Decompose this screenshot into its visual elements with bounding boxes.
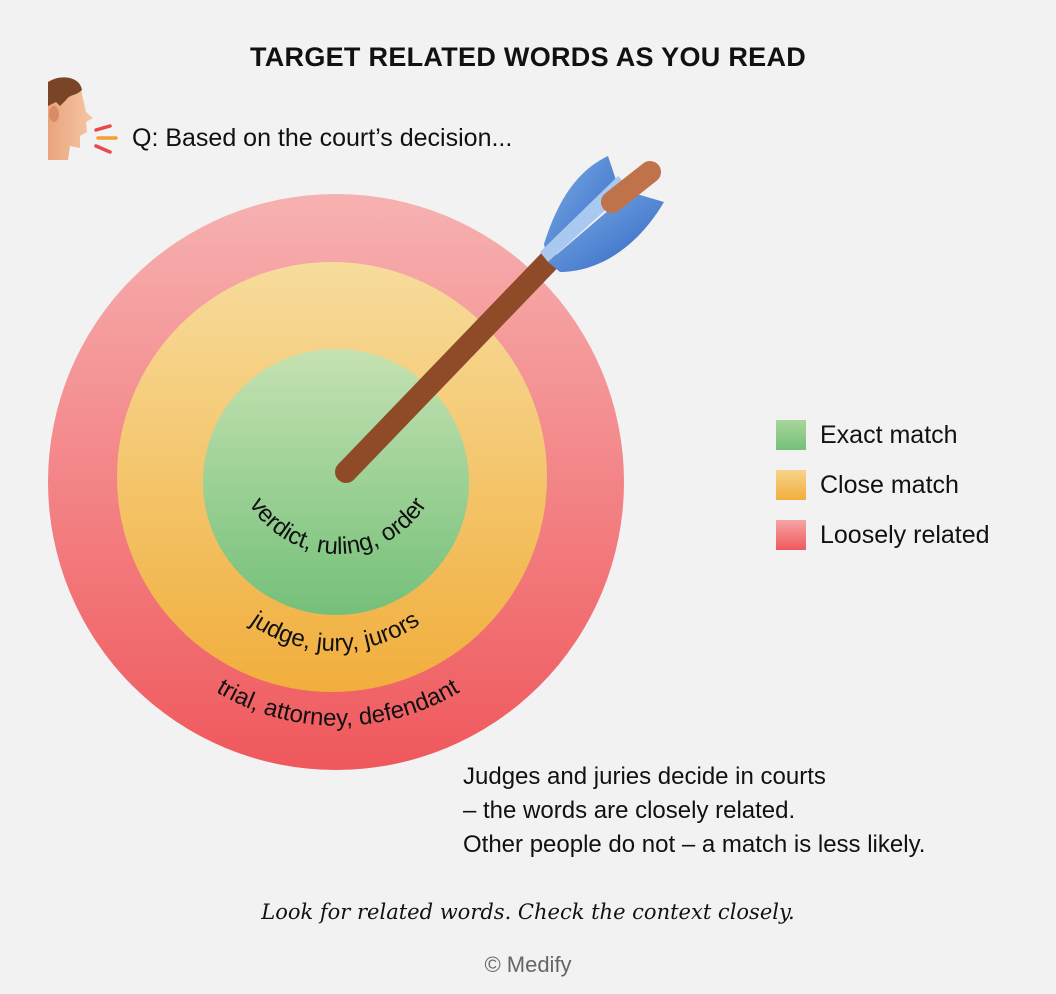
question-text: Q: Based on the court’s decision... — [132, 124, 513, 152]
legend-item-loose: Loosely related — [776, 510, 990, 560]
speaking-person-icon — [48, 77, 118, 160]
legend-item-close: Close match — [776, 460, 990, 510]
legend-item-exact: Exact match — [776, 410, 990, 460]
legend-swatch-loose — [776, 520, 806, 550]
legend-swatch-close — [776, 470, 806, 500]
page-title: TARGET RELATED WORDS AS YOU READ — [249, 42, 807, 72]
legend-label-close: Close match — [820, 470, 959, 499]
legend-label-exact: Exact match — [820, 420, 958, 449]
copyright: © Medify — [484, 952, 572, 977]
legend: Exact match Close match Loosely related — [776, 410, 990, 560]
explanation-line-1: Judges and juries decide in courts — [463, 763, 826, 790]
explanation-text: Judges and juries decide in courts – the… — [463, 760, 925, 862]
tip-text: Look for related words. Check the contex… — [261, 900, 795, 924]
arrow-icon — [335, 156, 664, 483]
explanation-line-3: Other people do not – a match is less li… — [463, 831, 926, 858]
explanation-line-2: – the words are closely related. — [463, 797, 796, 824]
legend-label-loose: Loosely related — [820, 520, 990, 549]
legend-swatch-exact — [776, 420, 806, 450]
